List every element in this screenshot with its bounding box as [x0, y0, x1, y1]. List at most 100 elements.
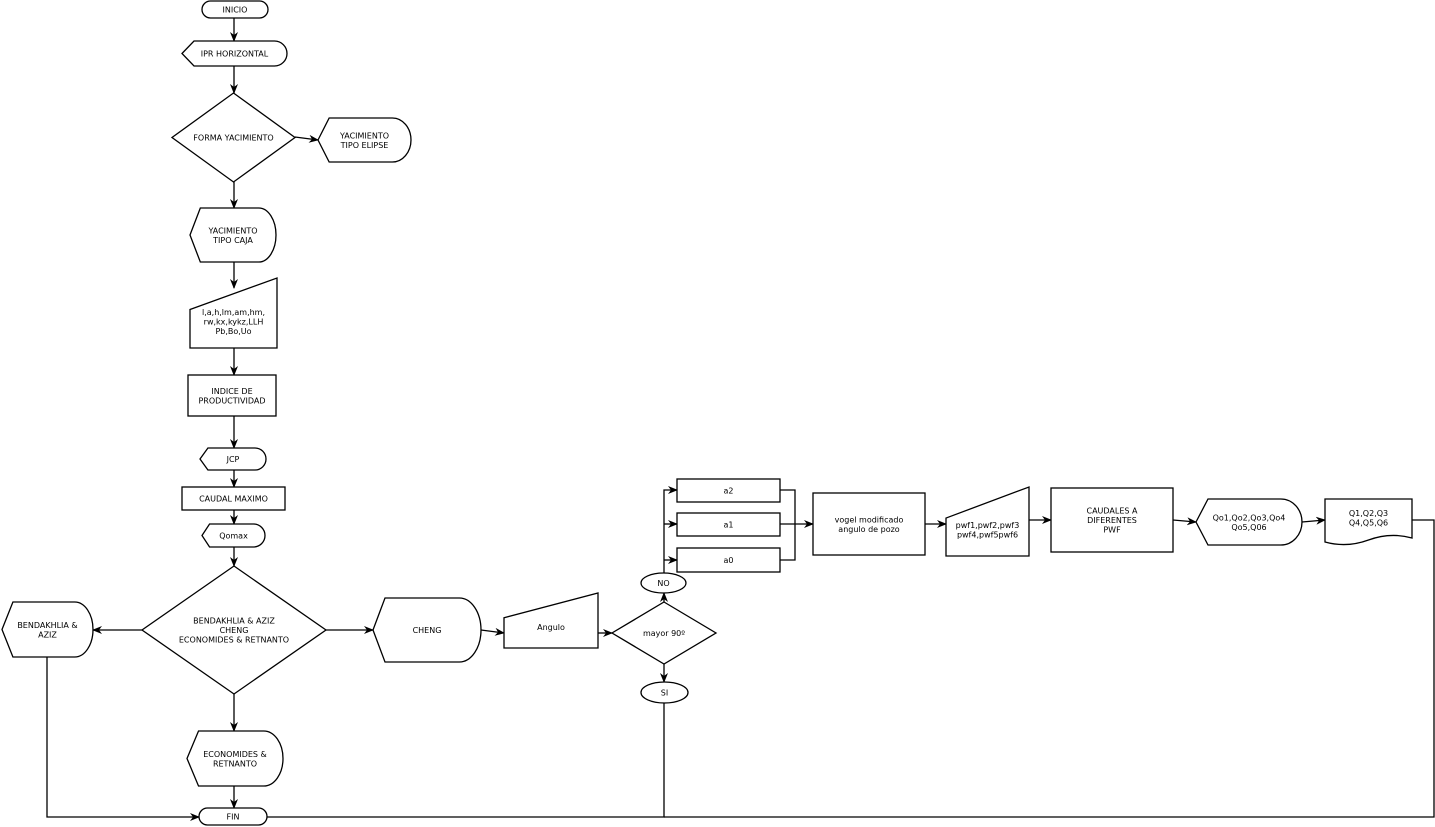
node-a2: a2	[676, 478, 781, 503]
node-label: ECONOMIDES & RETNANTO	[179, 636, 289, 645]
caudal-max-shape	[181, 486, 286, 511]
node-label: JCP	[226, 455, 240, 464]
pwf-shape	[945, 486, 1030, 557]
fin-shape	[198, 807, 268, 826]
node-label: PRODUCTIVIDAD	[198, 396, 265, 405]
node-label: a0	[724, 556, 734, 565]
forma-shape	[170, 92, 297, 183]
mayor90-shape	[610, 601, 718, 665]
no-shape	[640, 572, 687, 594]
node-label: ECONOMIDES &	[203, 750, 267, 759]
node-label: a2	[724, 487, 734, 496]
jcp-shape	[199, 447, 267, 471]
node-forma: FORMA YACIMIENTO	[170, 92, 297, 183]
node-a1: a1	[676, 512, 781, 537]
node-ipr: IPR HORIZONTAL	[181, 40, 288, 67]
node-label: YACIMIENTO	[207, 226, 257, 235]
node-label: pwf1,pwf2,pwf3	[956, 521, 1020, 530]
node-label: YACIMIENTO	[339, 131, 389, 140]
vogel-shape	[812, 492, 926, 556]
caudales-shape	[1050, 487, 1174, 553]
elipse-shape	[317, 117, 412, 163]
node-fin: FIN	[198, 807, 268, 826]
node-label: FORMA YACIMIENTO	[193, 134, 273, 143]
node-label: TIPO CAJA	[212, 236, 253, 245]
node-label: DIFERENTES	[1087, 516, 1137, 525]
node-label: a1	[724, 521, 734, 530]
si-shape	[640, 681, 689, 704]
qo-shape	[1195, 498, 1303, 546]
ipr-shape	[181, 40, 288, 67]
node-label: BENDAKHLIA &	[17, 621, 77, 630]
angulo-shape	[503, 592, 599, 649]
node-a0: a0	[676, 547, 781, 573]
node-label: rw,kx,kykz,LLH	[204, 317, 264, 326]
node-bendakhlia: BENDAKHLIA &AZIZ	[1, 601, 94, 658]
node-label: SI	[661, 689, 668, 698]
node-jcp: JCP	[199, 447, 267, 471]
node-label: Pb,Bo,Uo	[215, 327, 251, 336]
node-label: Qo5,Q06	[1231, 523, 1266, 532]
connector-arrow	[663, 486, 678, 573]
node-label: RETNANTO	[213, 759, 257, 768]
node-label: mayor 90º	[643, 629, 685, 638]
node-label: Qomax	[219, 532, 248, 541]
node-label: CHENG	[220, 626, 249, 635]
node-label: NO	[657, 579, 669, 588]
node-no: NO	[640, 572, 687, 594]
node-label: TIPO ELIPSE	[340, 141, 389, 150]
connector-arrow	[294, 134, 319, 143]
a2-shape	[676, 478, 781, 503]
node-qomax: Qomax	[201, 523, 266, 548]
node-label: Angulo	[537, 623, 565, 632]
connector-arrow	[1301, 516, 1326, 525]
a1-shape	[676, 512, 781, 537]
connector-arrow	[780, 489, 796, 561]
node-label: INDICE DE	[211, 387, 252, 396]
caja-shape	[189, 207, 277, 263]
connector-arrow	[267, 703, 665, 818]
indice-shape	[187, 374, 277, 417]
a0-shape	[676, 547, 781, 573]
node-label: l,a,h,lm,am,hm,	[202, 308, 265, 317]
node-label: PWF	[1103, 526, 1121, 535]
metodos-shape	[140, 565, 328, 695]
node-angulo: Angulo	[503, 592, 599, 649]
q-shape	[1324, 498, 1413, 546]
economides-shape	[186, 730, 284, 787]
node-label: INICIO	[223, 6, 248, 15]
node-label: Qo1,Qo2,Qo3,Qo4	[1213, 513, 1286, 522]
qomax-shape	[201, 523, 266, 548]
node-mayor90: mayor 90º	[610, 601, 718, 665]
node-label: BENDAKHLIA & AZIZ	[193, 617, 275, 626]
node-label: vogel modificado	[835, 515, 904, 524]
connector-arrow	[46, 657, 200, 821]
node-label: FIN	[227, 813, 240, 822]
node-label: CHENG	[413, 626, 442, 635]
connector-arrow	[480, 627, 505, 636]
bendakhlia-shape	[1, 601, 94, 658]
connector-arrow	[1172, 517, 1197, 526]
node-label: Q1,Q2,Q3	[1349, 509, 1388, 518]
node-label: Q4,Q5,Q6	[1349, 518, 1388, 527]
node-cheng: CHENG	[372, 597, 482, 663]
inicio-shape	[201, 0, 269, 19]
node-label: AZIZ	[38, 630, 57, 639]
node-label: CAUDAL MAXIMO	[199, 495, 268, 504]
node-label: pwf4,pwf5pwf6	[957, 531, 1018, 540]
connector-arrow	[664, 519, 1435, 818]
node-label: angulo de pozo	[838, 525, 899, 534]
node-si: SI	[640, 681, 689, 704]
node-label: CAUDALES A	[1086, 507, 1138, 516]
